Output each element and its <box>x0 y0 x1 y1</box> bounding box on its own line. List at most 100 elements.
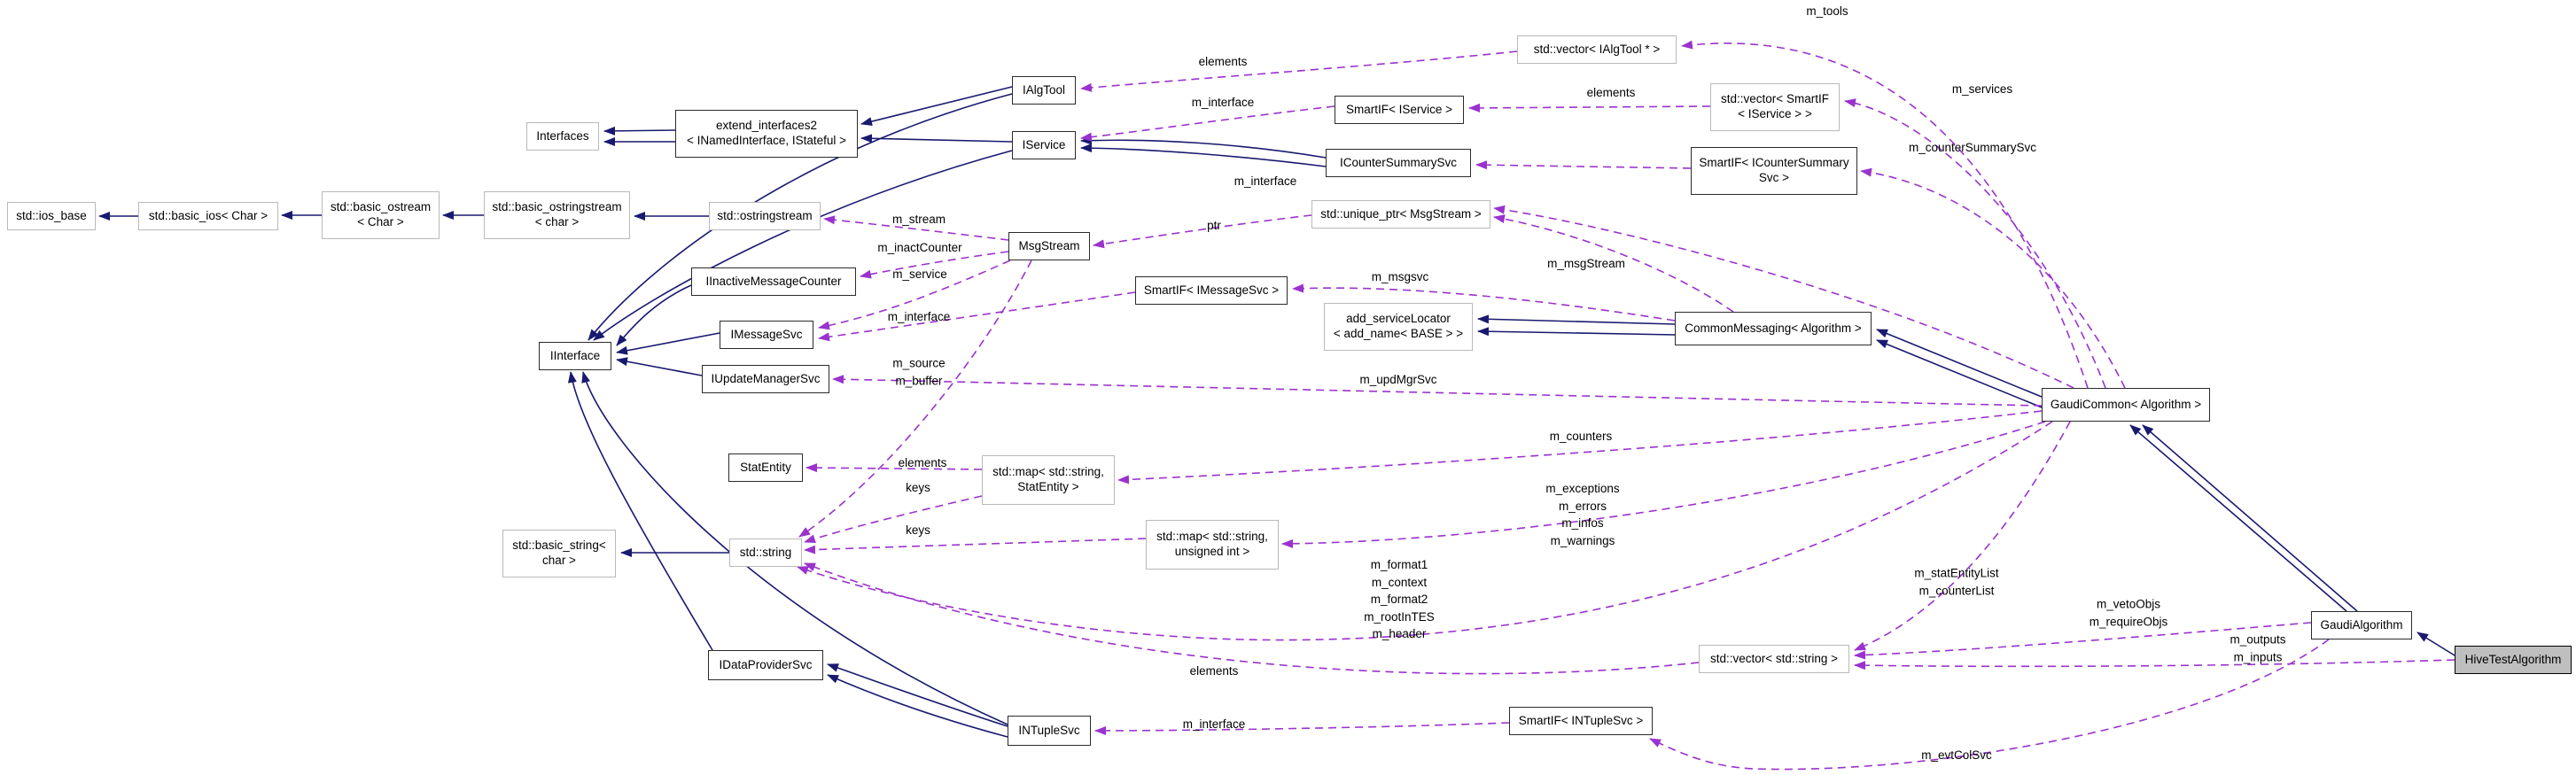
class-node-label: CommonMessaging< Algorithm > <box>1685 321 1862 335</box>
inheritance-edge <box>616 357 703 376</box>
class-node-map-string-statentity[interactable]: std::map< std::string,StatEntity > <box>982 455 1115 505</box>
class-node-basic-ostringstream[interactable]: std::basic_ostringstream< char > <box>484 191 630 239</box>
class-node-map-string-uint[interactable]: std::map< std::string,unsigned int > <box>1146 520 1279 570</box>
class-node-basic-ios[interactable]: std::basic_ios< Char > <box>138 202 278 230</box>
class-node-label: SmartIF< IService > <box>1345 102 1453 116</box>
edge-label-ptr: ptr <box>1207 219 1221 233</box>
usage-edge <box>1493 214 1734 313</box>
usage-edge <box>832 375 2043 407</box>
class-node-iinterface[interactable]: IInterface <box>539 342 611 370</box>
class-node-vector-smartif-iservice[interactable]: std::vector< SmartIF< IService > > <box>1710 83 1840 131</box>
inheritance-edge <box>860 134 1013 143</box>
class-node-iinactivemessagecounter[interactable]: IInactiveMessageCounter <box>691 267 856 296</box>
usage-edge <box>1844 98 2106 389</box>
class-node-smartif-iservice[interactable]: SmartIF< IService > <box>1335 96 1464 124</box>
usage-edge <box>1117 410 2043 484</box>
edge-label-m_counters: m_counters <box>1549 430 1613 444</box>
inheritance-edge <box>827 674 1008 738</box>
class-node-label: StatEntity > <box>1017 480 1079 493</box>
edge-label-m_counterSummarySvc: m_counterSummarySvc <box>1908 141 2037 155</box>
inheritance-edge <box>603 126 676 136</box>
class-node-ostringstream[interactable]: std::ostringstream <box>709 202 821 230</box>
class-node-label: std::ostringstream <box>717 208 813 222</box>
class-node-vector-ialgtool[interactable]: std::vector< IAlgTool * > <box>1517 35 1677 64</box>
class-node-label: IAlgTool <box>1022 82 1066 97</box>
class-node-std-string[interactable]: std::string <box>729 539 802 567</box>
class-node-interfaces[interactable]: Interfaces <box>526 122 599 151</box>
class-node-label: std::vector< std::string > <box>1709 651 1839 665</box>
class-node-add-servicelocator[interactable]: add_serviceLocator< add_name< BASE > > <box>1324 303 1473 351</box>
edge-label-m_service: m_service <box>892 267 947 282</box>
class-node-label: std::unique_ptr< MsgStream > <box>1320 206 1482 221</box>
inheritance-edge <box>1477 327 1676 337</box>
usage-edge <box>804 538 1147 554</box>
edge-label-m_tools: m_tools <box>1806 4 1848 19</box>
inheritance-edge <box>616 332 720 355</box>
class-node-basic-string[interactable]: std::basic_string<char > <box>502 530 616 577</box>
edge-label-m_interface: m_interface <box>1191 96 1255 110</box>
class-node-label: std::basic_ios< Char > <box>148 208 268 222</box>
class-node-intuplesvc[interactable]: INTupleSvc <box>1008 716 1091 746</box>
class-node-vector-string[interactable]: std::vector< std::string > <box>1699 645 1849 673</box>
class-node-hivetestalgorithm[interactable]: HiveTestAlgorithm <box>2455 646 2572 674</box>
edge-label-m_services: m_services <box>1951 82 2013 97</box>
class-node-label: StatEntity <box>740 460 791 474</box>
class-node-iservice[interactable]: IService <box>1012 131 1076 159</box>
class-node-icountersummarysvc[interactable]: ICounterSummarySvc <box>1326 149 1471 177</box>
inheritance-edge <box>1477 314 1676 325</box>
class-node-commonmessaging[interactable]: CommonMessaging< Algorithm > <box>1675 312 1872 345</box>
edge-label-m_updMgrSvc: m_updMgrSvc <box>1359 373 1437 387</box>
usage-edge <box>818 260 1011 330</box>
class-node-statentity[interactable]: StatEntity <box>728 453 803 482</box>
edge-label-m_msgStream: m_msgStream <box>1547 257 1625 271</box>
edge-label-elements: elements <box>898 456 947 470</box>
edge-label-m_inactCounter: m_inactCounter <box>877 241 962 255</box>
class-node-label: IInactiveMessageCounter <box>705 274 842 288</box>
class-node-label: unsigned int > <box>1174 545 1250 558</box>
class-node-label: IInterface <box>549 348 601 362</box>
class-node-smartif-intuplesvc[interactable]: SmartIF< INTupleSvc > <box>1509 707 1653 735</box>
class-node-label: < IService > > <box>1738 107 1812 120</box>
class-node-gaudialgorithm[interactable]: GaudiAlgorithm <box>2311 611 2412 639</box>
inheritance-edge <box>2129 424 2347 612</box>
class-node-label: std::ios_base <box>16 208 87 222</box>
edge-label-elements: elements <box>1189 664 1239 678</box>
inheritance-edge <box>581 371 1008 725</box>
class-node-label: < add_name< BASE > > <box>1333 327 1464 340</box>
class-node-label: SmartIF< INTupleSvc > <box>1518 713 1644 727</box>
class-node-unique-ptr-msgstream[interactable]: std::unique_ptr< MsgStream > <box>1311 200 1490 229</box>
class-node-label: IService <box>1022 137 1066 151</box>
class-node-smartif-imessagesvc[interactable]: SmartIF< IMessageSvc > <box>1135 276 1288 305</box>
class-node-label: extend_interfaces2 <box>715 119 818 133</box>
class-node-imessagesvc[interactable]: IMessageSvc <box>720 321 813 349</box>
class-node-ialgtool[interactable]: IAlgTool <box>1012 76 1076 105</box>
usage-edge <box>1854 622 2312 660</box>
class-node-label: std::string <box>739 545 792 559</box>
class-node-iupdatemanagersvc[interactable]: IUpdateManagerSvc <box>702 365 829 393</box>
usage-edge <box>804 562 1700 675</box>
class-node-label: < Char > <box>357 215 404 229</box>
class-node-label: SmartIF< IMessageSvc > <box>1143 283 1280 297</box>
class-node-msgstream[interactable]: MsgStream <box>1008 232 1090 260</box>
class-node-extend-interfaces2[interactable]: extend_interfaces2< INamedInterface, ISt… <box>675 110 858 158</box>
usage-edge <box>823 215 1009 241</box>
edge-label-keys: keys <box>906 523 930 538</box>
usage-edge <box>1493 205 2074 389</box>
class-node-gaudicommon[interactable]: GaudiCommon< Algorithm > <box>2042 388 2210 422</box>
class-node-basic-ostream[interactable]: std::basic_ostream< Char > <box>322 191 440 239</box>
class-node-label: < char > <box>534 215 580 229</box>
class-node-label: IMessageSvc <box>730 327 803 341</box>
usage-edge <box>1093 214 1312 249</box>
usage-edge <box>818 291 1136 342</box>
class-node-ios-base[interactable]: std::ios_base <box>7 202 96 230</box>
class-node-idataprovidersvc[interactable]: IDataProviderSvc <box>708 650 823 680</box>
usage-edge <box>1681 40 2089 389</box>
class-node-label: std::basic_string< <box>512 539 606 553</box>
edge-label-m_interface: m_interface <box>887 310 951 324</box>
